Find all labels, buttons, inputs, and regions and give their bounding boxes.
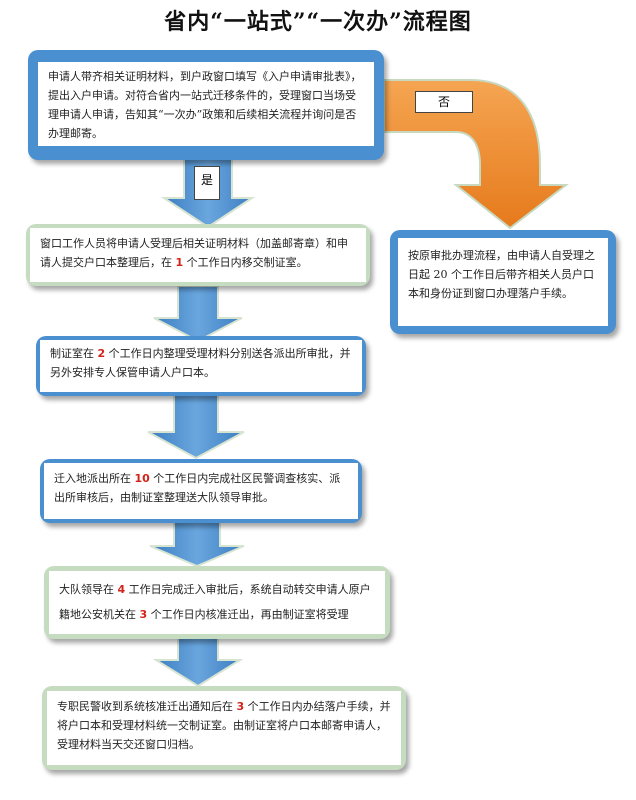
step-3-days: 2 <box>97 347 106 360</box>
step-6-box: 专职民警收到系统核准迁出通知后在 3 个工作日内办结落户手续，并将户口本和受理材… <box>42 686 406 770</box>
step-1-text: 申请人带齐相关证明材料，到户政窗口填写《入户申请审批表》，提出入户申请。对符合省… <box>38 62 374 146</box>
step-5-days-a: 4 <box>117 583 126 596</box>
step-5-text: 大队领导在 4 工作日完成迁入审批后，系统自动转交申请人原户籍地公安机关在 3 … <box>49 571 385 634</box>
step-5-box: 大队领导在 4 工作日完成迁入审批后，系统自动转交申请人原户籍地公安机关在 3 … <box>44 566 390 639</box>
step-4-text: 迁入地派出所在 10 个工作日内完成社区民警调查核实、派出所审核后，由制证室整理… <box>44 463 358 519</box>
step-3-text: 制证室在 2 个工作日内整理受理材料分别送各派出所审批，并另外安排专人保管申请人… <box>40 340 362 392</box>
page-title: 省内“一站式”“一次办”流程图 <box>164 9 472 35</box>
alt-step-box: 按原审批办理流程，由申请人自受理之日起 20 个工作日后带齐相关人员户口本和身份… <box>390 230 616 334</box>
arrow-3-4 <box>147 394 245 460</box>
no-label: 否 <box>415 91 473 113</box>
step-4-days: 10 <box>134 472 150 485</box>
alt-step-text: 按原审批办理流程，由申请人自受理之日起 20 个工作日后带齐相关人员户口本和身份… <box>398 238 608 326</box>
step-4-box: 迁入地派出所在 10 个工作日内完成社区民警调查核实、派出所审核后，由制证室整理… <box>40 459 362 523</box>
arrow-4-5 <box>149 521 245 568</box>
arrow-2-3 <box>153 285 243 343</box>
step-2-days: 1 <box>175 256 184 269</box>
step-1-box: 申请人带齐相关证明材料，到户政窗口填写《入户申请审批表》，提出入户申请。对符合省… <box>28 50 384 160</box>
step-2-text: 窗口工作人员将申请人受理后相关证明材料（加盖邮寄章）和申请人提交户口本整理后，在… <box>30 228 366 282</box>
step-6-text: 专职民警收到系统核准迁出通知后在 3 个工作日内办结落户手续，并将户口本和受理材… <box>47 691 401 765</box>
yes-label: 是 <box>194 166 220 200</box>
step-2-box: 窗口工作人员将申请人受理后相关证明材料（加盖邮寄章）和申请人提交户口本整理后，在… <box>26 224 370 286</box>
step-6-days: 3 <box>236 700 245 713</box>
step-3-box: 制证室在 2 个工作日内整理受理材料分别送各派出所审批，并另外安排专人保管申请人… <box>36 336 366 396</box>
step-5-days-b: 3 <box>139 608 148 621</box>
arrow-no <box>383 79 569 230</box>
arrow-5-6 <box>152 637 244 688</box>
